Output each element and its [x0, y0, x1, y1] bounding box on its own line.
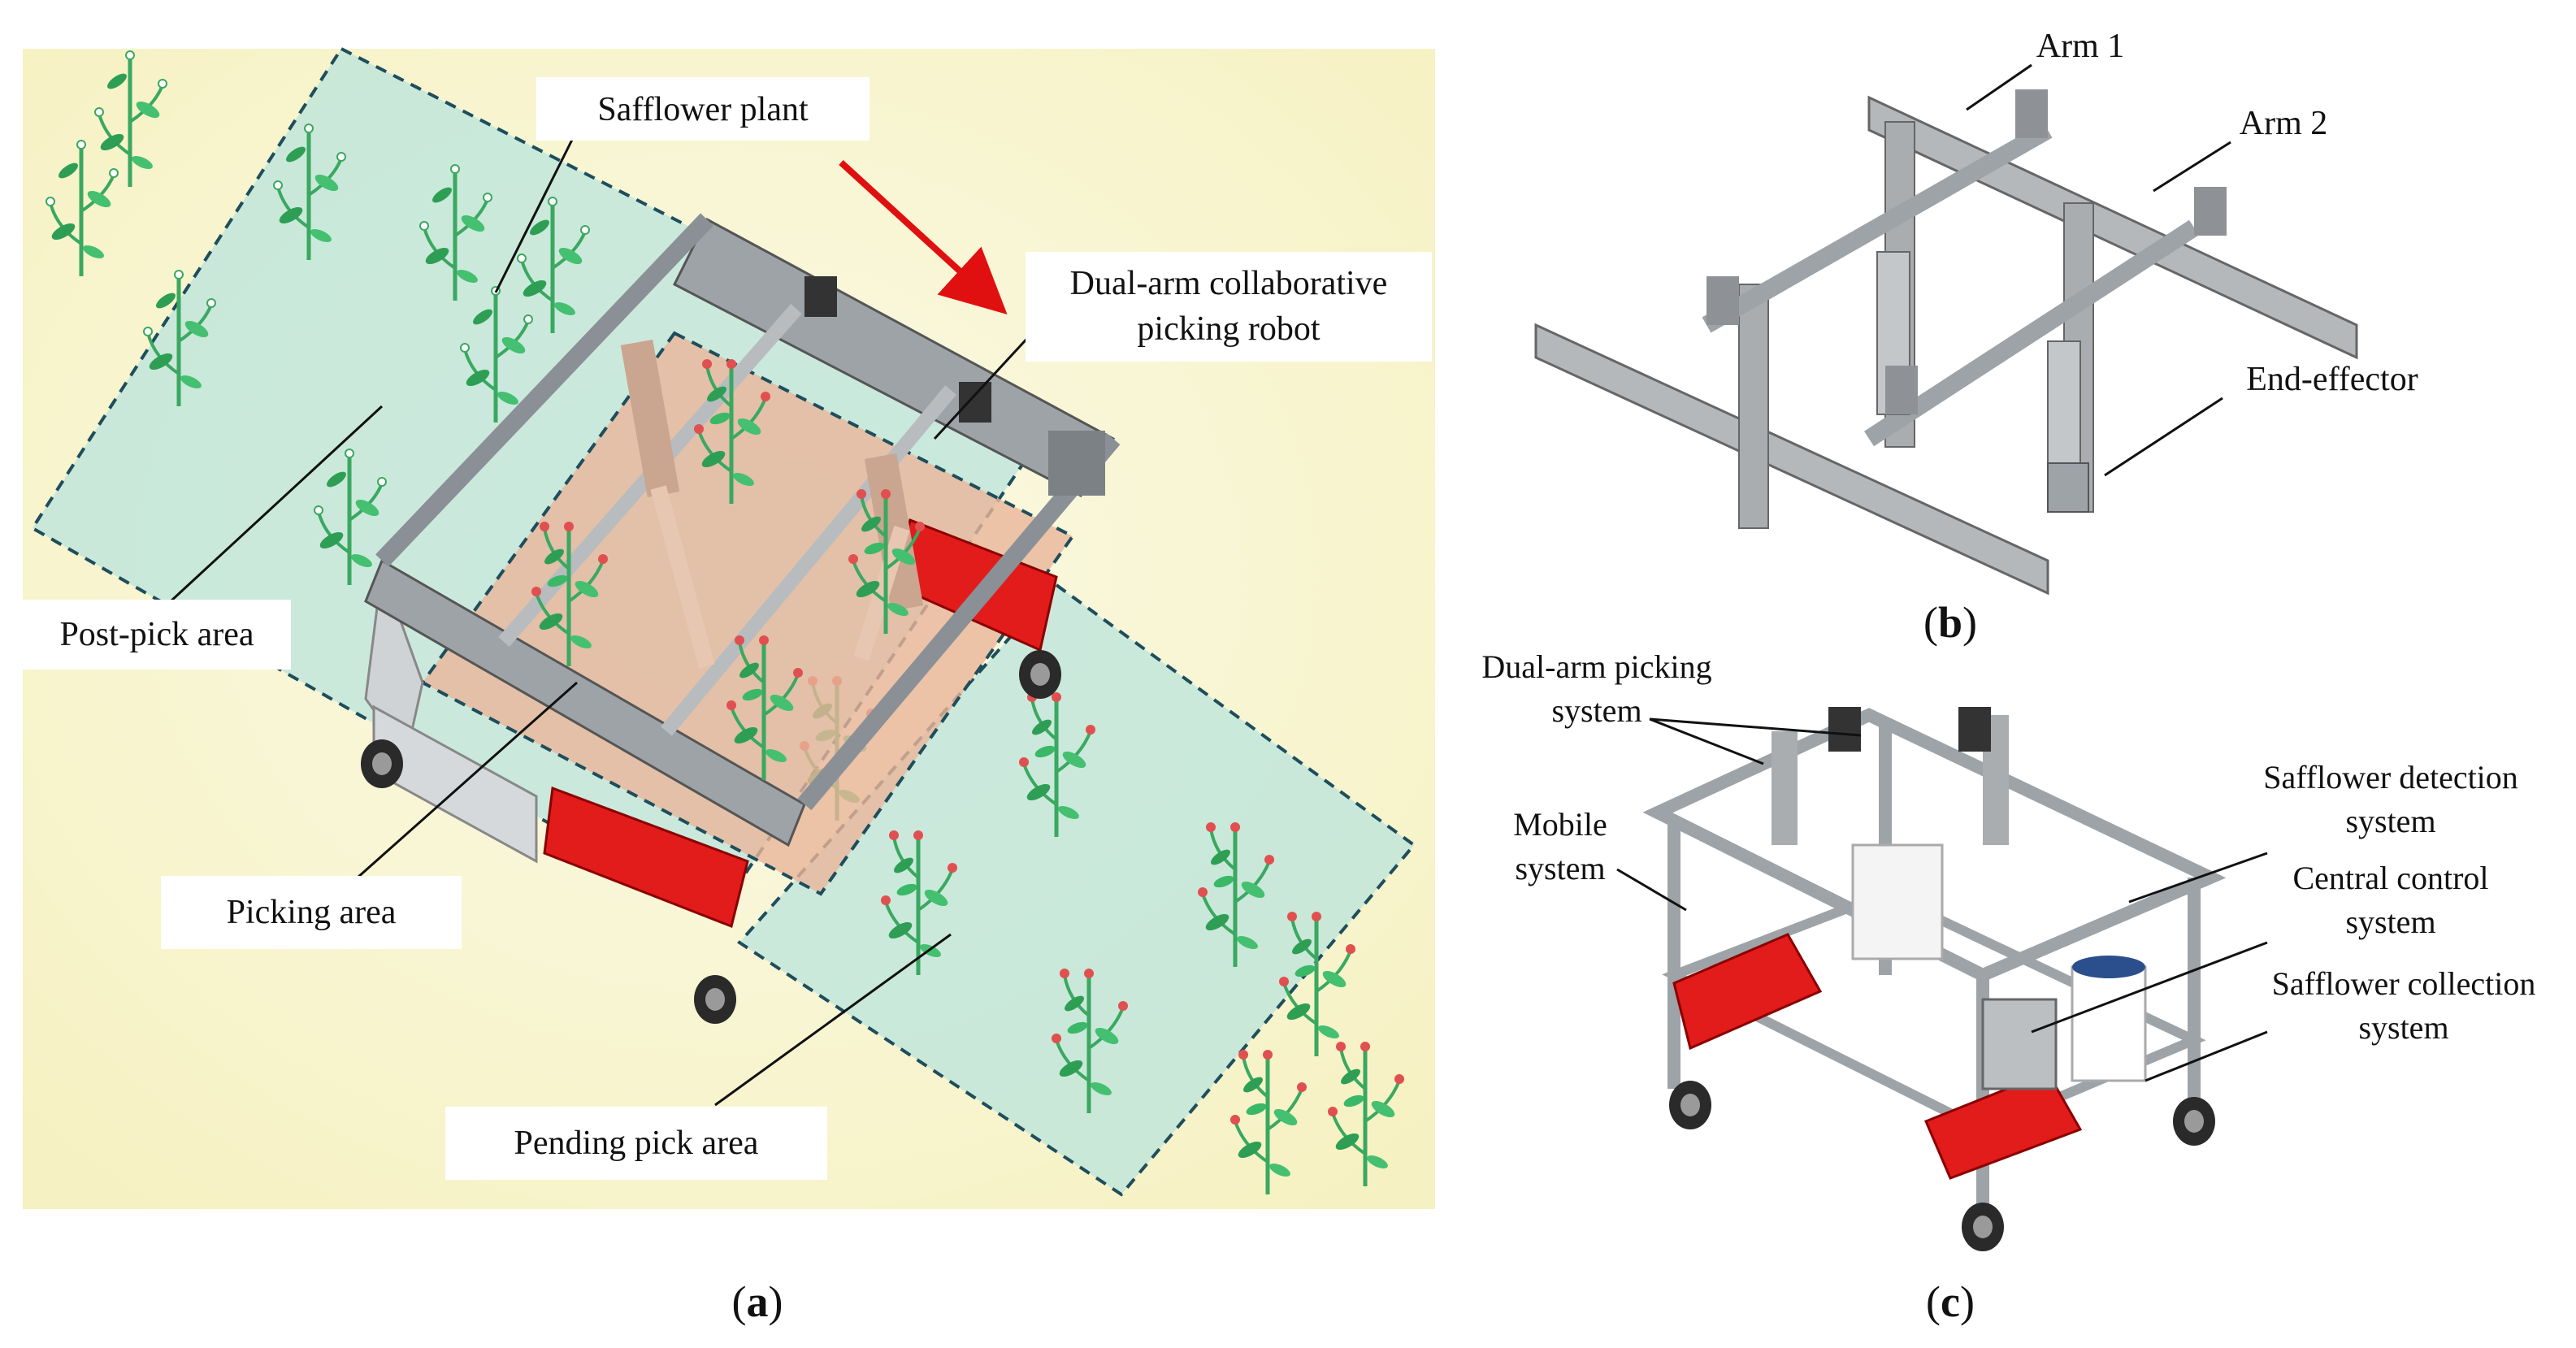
label-safflower-plant: Safflower plant [597, 91, 809, 128]
battery-left [1672, 933, 1823, 1051]
panel-a: Safflower plant Dual-arm collaborative p… [23, 46, 1435, 1326]
battery-box [543, 786, 749, 929]
end-effector-shape [2047, 462, 2089, 513]
label-detection-line2: system [2345, 803, 2435, 839]
label-picking-area: Picking area [227, 894, 397, 931]
direction-arrow [839, 160, 1008, 314]
collection-barrel [2071, 965, 2147, 1082]
picking-area-zone [420, 331, 1075, 896]
pending-pick-zone [736, 583, 1416, 1197]
label-collection-line2: system [2358, 1009, 2448, 1046]
label-arm2: Arm 2 [2240, 105, 2328, 142]
label-robot-line2: picking robot [1137, 310, 1320, 348]
label-control-line1: Central control [2292, 860, 2488, 896]
label-detection-line1: Safflower detection [2263, 759, 2518, 795]
label-robot-line1: Dual-arm collaborative [1070, 265, 1388, 302]
label-collection-line1: Safflower collection [2272, 965, 2536, 1002]
label-dual-arm-line2: system [1551, 692, 1641, 729]
caption-b: (b) [1923, 598, 1977, 647]
panel-b: Arm 1 Arm 2 End-effector (b) [1534, 28, 2418, 647]
rail-front [1534, 323, 2049, 596]
label-pending-pick-area: Pending pick area [514, 1125, 759, 1162]
label-dual-arm-line1: Dual-arm picking [1481, 648, 1711, 685]
panel-c: Dual-arm picking system Mobile system Sa… [1481, 648, 2535, 1326]
caption-c: (c) [1926, 1277, 1975, 1326]
robot-illustration [361, 213, 1121, 1024]
label-mobile-line2: system [1515, 850, 1605, 886]
label-control-line2: system [2345, 904, 2435, 940]
control-box [1981, 998, 2058, 1090]
label-end-effector: End-effector [2246, 361, 2418, 398]
label-mobile-line1: Mobile [1513, 806, 1607, 843]
label-post-pick-area: Post-pick area [59, 616, 254, 653]
caption-a: (a) [732, 1277, 783, 1326]
label-arm1: Arm 1 [2036, 28, 2125, 65]
